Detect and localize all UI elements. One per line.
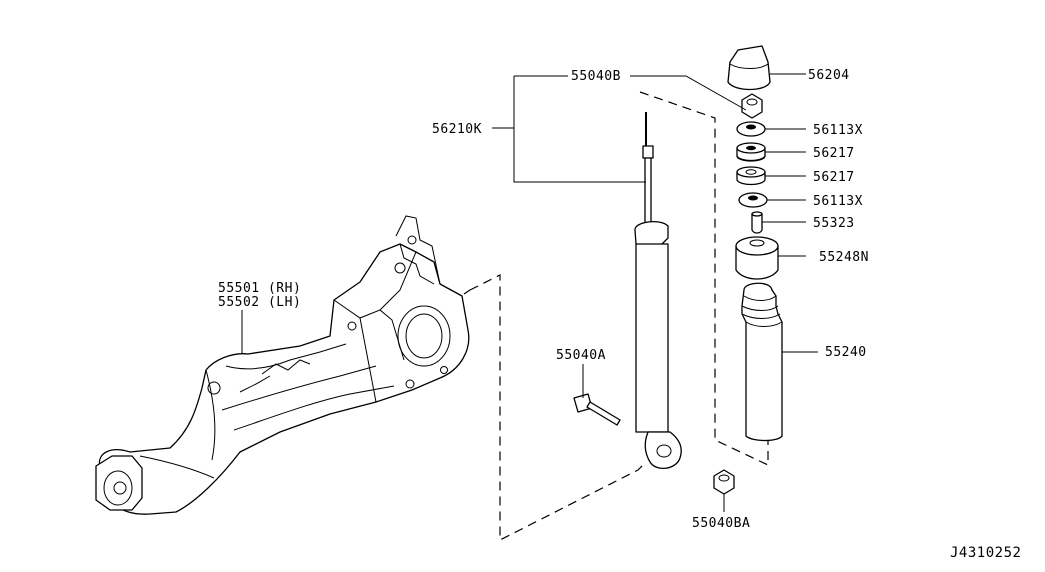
mount-insulator-55248N-drawing bbox=[735, 236, 779, 280]
label-56113X-bottom: 56113X bbox=[813, 194, 863, 209]
label-56113X-top: 56113X bbox=[813, 123, 863, 138]
leader-lines bbox=[241, 73, 818, 512]
label-55502-lh: 55502 (LH) bbox=[218, 295, 301, 310]
nut-55040B-drawing bbox=[741, 93, 763, 119]
label-56204: 56204 bbox=[808, 68, 850, 83]
label-55040BA: 55040BA bbox=[692, 516, 750, 531]
bushing-56217-top-drawing bbox=[736, 142, 766, 162]
nut-55040BA-drawing bbox=[713, 469, 735, 495]
washer-56113X-top-drawing bbox=[736, 121, 766, 137]
collar-55323-drawing bbox=[751, 211, 763, 234]
shock-absorber-drawing bbox=[634, 112, 682, 469]
label-56210K: 56210K bbox=[432, 122, 482, 137]
label-55040A: 55040A bbox=[556, 348, 606, 363]
label-56217-bottom: 56217 bbox=[813, 170, 855, 185]
dust-boot-55240-drawing bbox=[741, 282, 783, 442]
washer-56113X-bottom-drawing bbox=[738, 192, 768, 208]
bolt-55040A-drawing bbox=[573, 393, 621, 426]
rear-suspension-arm-drawing bbox=[95, 215, 470, 515]
label-55501-rh: 55501 (RH) bbox=[218, 281, 301, 296]
assembly-outline-dashed bbox=[469, 91, 769, 541]
bushing-56217-bottom-drawing bbox=[736, 166, 766, 186]
assembly-outline-dashed-left bbox=[463, 289, 471, 295]
label-55248N: 55248N bbox=[819, 250, 869, 265]
label-55323: 55323 bbox=[813, 216, 855, 231]
label-55240: 55240 bbox=[825, 345, 867, 360]
label-56217-top: 56217 bbox=[813, 146, 855, 161]
bump-stop-cap-56204-drawing bbox=[727, 45, 771, 91]
diagram-id: J4310252 bbox=[950, 545, 1021, 561]
label-55040B: 55040B bbox=[571, 69, 621, 84]
